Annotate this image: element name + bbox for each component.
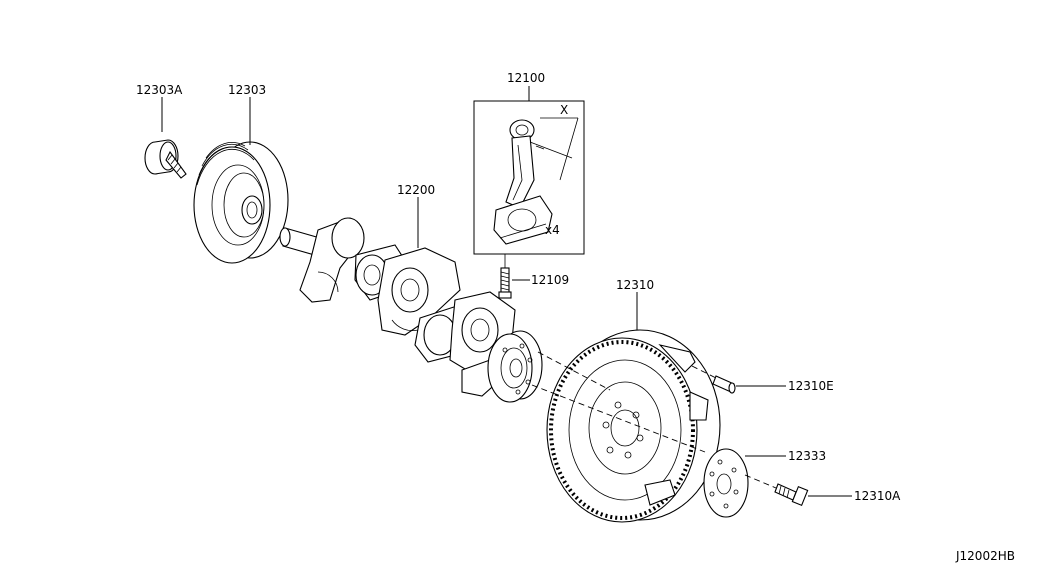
- connecting-rod-part[interactable]: [493, 119, 553, 245]
- callout-12303[interactable]: 12303: [228, 83, 266, 97]
- callout-12100[interactable]: 12100: [507, 71, 545, 85]
- diagram-reference-code: J12002HB: [955, 549, 1015, 563]
- flywheel-bolt-part[interactable]: [774, 483, 809, 507]
- connecting-rod-bolt-part[interactable]: [498, 254, 512, 299]
- callout-12333[interactable]: 12333: [788, 449, 826, 463]
- alignment-line-bolt: [744, 474, 777, 489]
- crankshaft-pulley-part[interactable]: [193, 141, 289, 264]
- quantity-label: x4: [545, 223, 560, 237]
- alignment-line-dowel: [691, 365, 717, 379]
- callout-12310A[interactable]: 12310A: [854, 489, 901, 503]
- callout-12310E[interactable]: 12310E: [788, 379, 834, 393]
- callout-12303A[interactable]: 12303A: [136, 83, 183, 97]
- callout-12109[interactable]: 12109: [531, 273, 569, 287]
- dimension-x-mark: [529, 117, 579, 181]
- callout-12200[interactable]: 12200: [397, 183, 435, 197]
- crankshaft-part[interactable]: [279, 217, 543, 403]
- flywheel-part[interactable]: [546, 329, 721, 523]
- alignment-line-upper: [537, 351, 611, 391]
- pulley-bolt-part[interactable]: [144, 139, 187, 179]
- alignment-line-lower: [531, 384, 706, 453]
- reinforcement-plate-part[interactable]: [703, 448, 749, 518]
- dimension-label: X: [560, 103, 568, 117]
- callout-12310[interactable]: 12310: [616, 278, 654, 292]
- dowel-pin-part[interactable]: [712, 375, 736, 394]
